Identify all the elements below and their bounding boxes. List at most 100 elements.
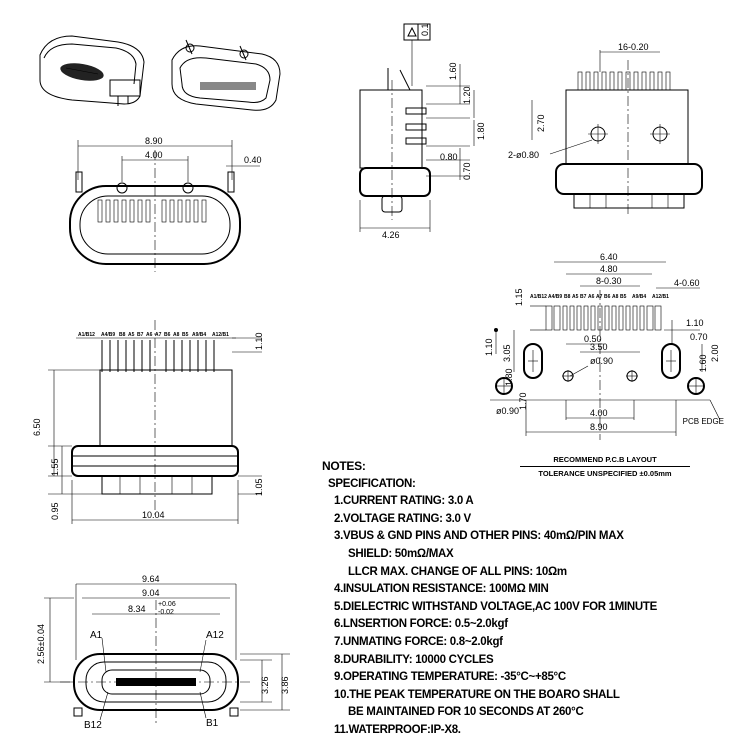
note-item: 6.LNSERTION FORCE: 0.5~2.0kgf [334,618,508,631]
dim-3-26: 3.26 [260,676,270,694]
iso-view-left [39,35,145,106]
svg-text:B6: B6 [164,332,171,338]
svg-text:A4/B9: A4/B9 [548,294,562,300]
pcb-hole-0-90: ø0.90 [590,356,613,366]
dim-1-20: 1.20 [462,86,472,104]
front-main-pin-labels: A1/B12 A4/B9 B8 A5 B7 A6 A7 B6 A8 B5 A9/… [78,332,229,338]
dim-2-56: 2.56±0.04 [36,624,46,664]
pcb-tolerance: TOLERANCE UNSPECIFIED ±0.05mm [538,469,672,478]
svg-text:B8: B8 [119,332,126,338]
top-right-pins [577,71,671,91]
dim-6-50: 6.50 [32,418,42,436]
svg-text:A9/B4: A9/B4 [632,294,646,300]
dim-1-80: 1.80 [476,122,486,140]
pcb-1-15: 1.15 [514,288,524,306]
svg-text:A6: A6 [588,294,595,300]
dim-1-60: 1.60 [448,62,458,80]
dim-0-95: 0.95 [50,502,60,520]
pcb-6-40: 6.40 [600,252,618,262]
svg-text:B7: B7 [137,332,144,338]
label-b12: B12 [84,720,102,731]
pcb-1-10-right: 1.10 [686,318,704,328]
pcb-1-60: 1.60 [698,354,708,372]
pcb-hole-0-90-b: ø0.90 [496,406,519,416]
note-item: BE MAINTAINED FOR 10 SECONDS AT 260°C [348,706,584,719]
front-top-view: 8.90 4.00 0.40 [69,136,262,272]
top-right-view: 16-0.20 2.70 2-ø0. [508,42,703,214]
pcb-1-80: 1.80 [504,368,514,386]
svg-text:A1/B12: A1/B12 [530,294,547,300]
dim-1-55: 1.55 [50,458,60,476]
dim-0-40: 0.40 [244,155,262,165]
note-item: 9.OPERATING TEMPERATURE: -35°C~+85°C [334,671,566,684]
svg-text:B8: B8 [564,294,571,300]
dim-9-04: 9.04 [142,588,160,598]
dim-tol-plus: +0.06 [158,601,176,608]
note-item: 4.INSULATION RESISTANCE: 100MΩ MIN [334,583,549,596]
label-a12: A12 [206,630,224,641]
dim-3-86: 3.86 [280,676,290,694]
dim-4-26: 4.26 [382,230,400,240]
dim-0-70: 0.70 [462,162,472,180]
svg-text:A9/B4: A9/B4 [192,332,206,338]
dim-2-holes: 2-ø0.80 [508,150,539,160]
note-item: LLCR MAX. CHANGE OF ALL PINS: 10Ωm [348,565,567,578]
pcb-edge: PCB EDGE [683,417,724,426]
dim-16-0-20: 16-0.20 [618,42,649,52]
note-item: 11.WATERPROOF:IP-X8. [334,723,461,736]
svg-text:B5: B5 [182,332,189,338]
front-main-pins [101,340,215,372]
note-item: 10.THE PEAK TEMPERATURE ON THE BOARO SHA… [334,688,620,701]
notes-spec: SPECIFICATION: [328,477,416,490]
note-item: 7.UNMATING FORCE: 0.8~2.0kgf [334,635,503,648]
pcb-3-05: 3.05 [502,344,512,362]
pcb-title: RECOMMEND P.C.B LAYOUT [520,455,690,467]
dim-0-80: 0.80 [440,152,458,162]
svg-text:B6: B6 [604,294,611,300]
svg-text:A5: A5 [572,294,579,300]
pcb-layout: 6.40 4.80 8-0.30 4-0.60 A1/B12 A4/B9 B8 … [484,252,724,440]
pcb-2-00: 2.00 [710,344,720,362]
svg-text:A8: A8 [173,332,180,338]
note-item: 2.VOLTAGE RATING: 3.0 V [334,512,471,525]
pcb-3-50: 3.50 [590,342,608,352]
note-item: 5.DIELECTRIC WITHSTAND VOLTAGE,AC 100V F… [334,600,657,613]
pcb-1-10-left: 1.10 [484,338,494,356]
svg-text:A4/B9: A4/B9 [101,332,115,338]
note-item: 1.CURRENT RATING: 3.0 A [334,495,474,508]
pcb-1-70: 1.70 [518,392,528,410]
dim-1-10-top: 1.10 [254,332,264,350]
dim-9-64: 9.64 [142,574,160,584]
flatness-0-1: 0.1 [420,23,430,36]
pcb-8-90: 8.90 [590,422,608,432]
svg-text:A8: A8 [612,294,619,300]
label-a1: A1 [90,630,103,641]
note-item: 8.DURABILITY: 10000 CYCLES [334,653,494,666]
svg-text:A5: A5 [128,332,135,338]
pcb-4-80: 4.80 [600,264,618,274]
pcb-0-70: 0.70 [690,332,708,342]
dim-8-90: 8.90 [145,136,163,146]
note-item: SHIELD: 50mΩ/MAX [348,547,454,560]
side-view: 0.1 1.60 1.20 1.80 0.80 0.70 4.26 [359,23,486,240]
svg-text:A12/B1: A12/B1 [212,332,229,338]
svg-text:B5: B5 [620,294,627,300]
pcb-4-00: 4.00 [590,408,608,418]
dim-10-04: 10.04 [142,510,165,520]
dim-1-05: 1.05 [254,478,264,496]
front-top-pins [97,199,207,223]
svg-text:A7: A7 [155,332,162,338]
svg-text:A12/B1: A12/B1 [652,294,669,300]
pcb-0-50: 0.50 [584,334,602,344]
svg-text:B7: B7 [580,294,587,300]
svg-text:A6: A6 [146,332,153,338]
pcb-pin-labels: A1/B12 A4/B9 B8 A5 B7 A6 A7 B6 A8 B5 A9/… [530,294,669,300]
note-item: 3.VBUS & GND PINS AND OTHER PINS: 40mΩ/P… [334,530,624,543]
dim-tol-minus: -0.02 [158,609,174,616]
label-b1: B1 [206,718,219,729]
notes-heading: NOTES: [322,459,366,473]
pcb-8-0-30: 8-0.30 [596,276,622,286]
dim-8-34: 8.34 [128,604,146,614]
receptacle-face-view: 9.64 9.04 8.34 +0.06 -0.02 A1 A12 B12 B1… [36,574,290,731]
